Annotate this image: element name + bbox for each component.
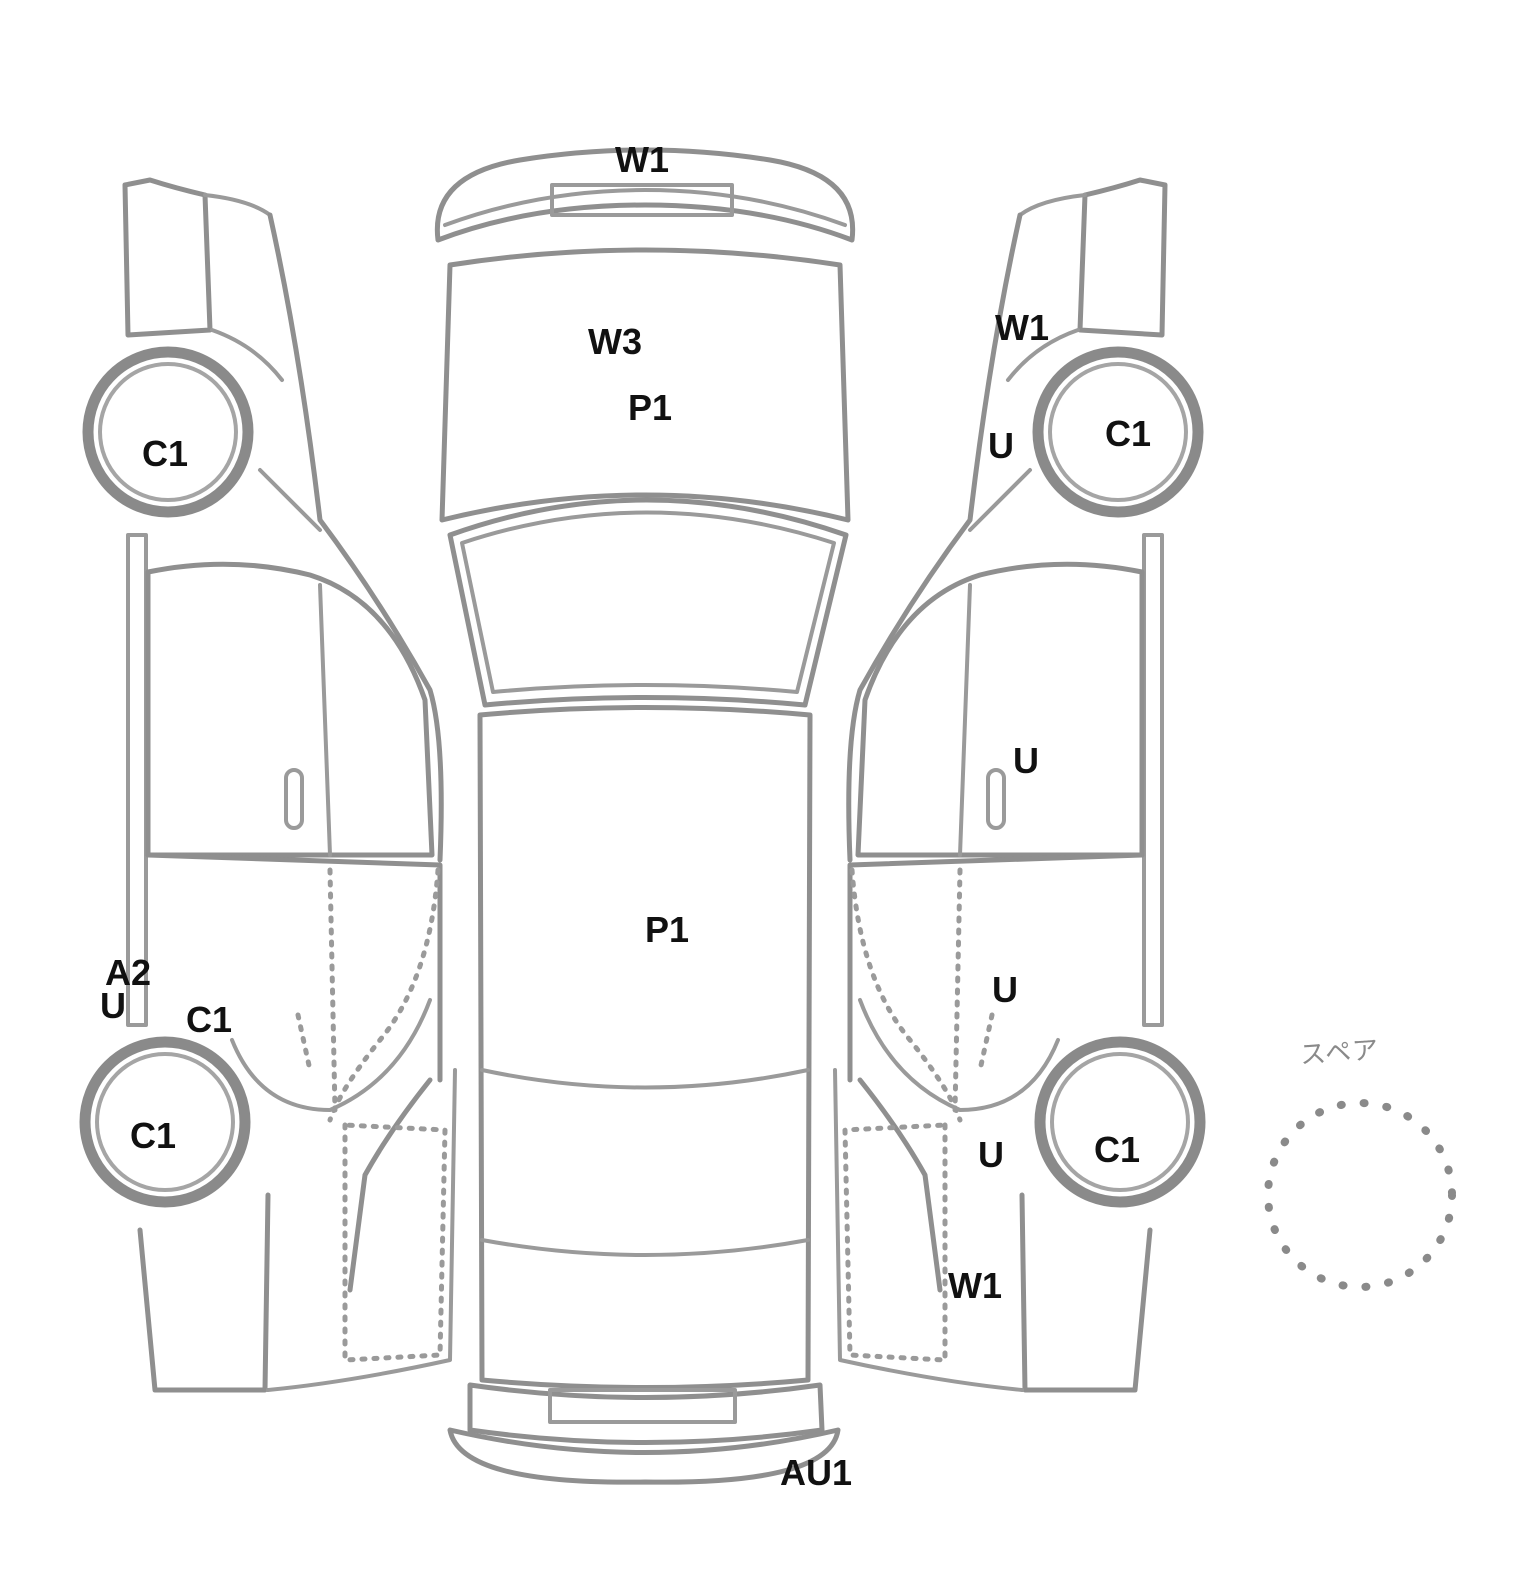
right-rear-wheel-code: C1: [1094, 1129, 1141, 1170]
right-rear-quarter-code-w1: W1: [948, 1265, 1002, 1306]
left-side-view-car: [122, 177, 457, 1393]
right-front-wheel-code: C1: [1105, 413, 1152, 454]
right-front-wheel: [1032, 346, 1204, 518]
roof-code-p1: P1: [645, 909, 690, 950]
left-rear-code-a2: A2: [105, 952, 152, 993]
rear-bumper-code: AU1: [780, 1452, 853, 1493]
right-side-view-car: [833, 177, 1168, 1393]
hood-code-w3: W3: [588, 321, 642, 362]
left-rear-wheel: [79, 1036, 251, 1208]
right-rear-door-code-u: U: [992, 969, 1018, 1010]
top-view-car: [434, 147, 856, 1485]
left-front-wheel: [82, 346, 254, 518]
front-bumper-code: W1: [615, 139, 669, 180]
spare-label: スペア: [1299, 1035, 1381, 1071]
hood-code-p1: P1: [628, 387, 673, 428]
left-rear-wheel-code: C1: [130, 1115, 177, 1156]
left-rear-code-u: U: [100, 985, 126, 1026]
right-front-door-code-u: U: [1013, 740, 1039, 781]
right-front-code-u: U: [988, 425, 1014, 466]
left-rear-code-c1: C1: [186, 999, 233, 1040]
right-rear-wheel: [1034, 1036, 1206, 1208]
left-front-wheel-code: C1: [142, 433, 189, 474]
spare-tire-icon: [1264, 1099, 1456, 1291]
right-front-fender-code-w1: W1: [995, 307, 1049, 348]
right-rear-code-u: U: [978, 1134, 1004, 1175]
